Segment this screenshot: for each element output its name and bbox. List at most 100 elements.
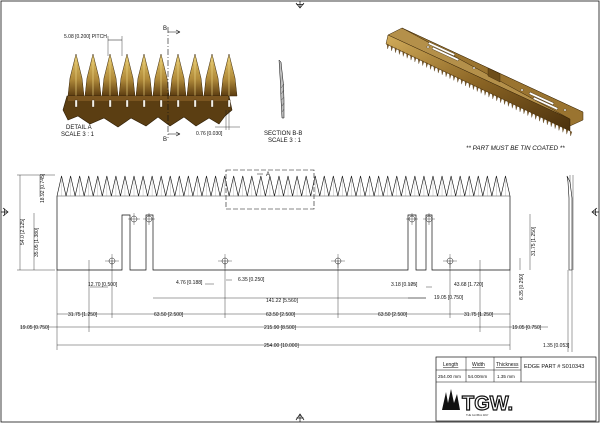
detail-slot (227, 99, 231, 108)
detail-a-view: 5.08 [0.200] PITCH B B 0.76 [0.030] DETA… (61, 26, 240, 143)
section-marker-top: B (163, 26, 167, 32)
iso-tooth (406, 53, 409, 59)
section-bb-title: SECTION B-B (264, 131, 302, 137)
iso-tooth (460, 78, 464, 85)
detail-slot (142, 99, 146, 108)
coating-note: ** PART MUST BE TIN COATED ** (466, 145, 565, 152)
iso-front-face (385, 34, 571, 132)
dim-right-slot: 19.05 [0.750] (434, 295, 464, 301)
dim-left-offset: 12.70 [0.500] (88, 282, 118, 288)
main-view-body-outline (56, 196, 511, 271)
detail-a-body-highlight (68, 96, 228, 101)
dim-pitch-3: 63.50 [2.500] (378, 312, 408, 318)
dim-end-right: 19.05 [0.750] (512, 325, 542, 331)
tgw-logo-text: TGW. (462, 393, 513, 415)
detail-slot (125, 99, 129, 108)
dim-overall-length: 254.00 [10.000] (264, 343, 299, 349)
iso-tooth (414, 56, 417, 62)
iso-tooth (456, 77, 460, 83)
iso-tooth (386, 43, 390, 50)
tb-header-thickness: Thickness (496, 362, 519, 368)
dim-right-height: 31.75 [1.250] (531, 226, 537, 256)
tb-header-width: Width (472, 362, 485, 368)
tb-value-width: 54.00mm (468, 374, 487, 379)
detail-slot (193, 99, 197, 108)
section-bb-hatch (280, 83, 285, 113)
dim-side-thickness: 1.35 [0.053] (543, 343, 570, 349)
detail-a-callout-label: A (266, 172, 270, 178)
iso-tooth (534, 114, 538, 120)
iso-tooth (546, 119, 549, 125)
iso-tooth (394, 47, 397, 53)
detail-slot (108, 99, 112, 108)
dim-slot-height: 35.05 [1.380] (34, 227, 40, 257)
dim-hole-span: 215.90 [8.500] (264, 325, 297, 331)
iso-tooth (410, 54, 413, 61)
dim-small-c: 3.18 [0.125] (391, 282, 418, 288)
iso-notch (487, 67, 501, 83)
side-view (566, 175, 573, 352)
iso-tooth (425, 62, 428, 68)
dim-pitch-2: 63.50 [2.500] (266, 312, 296, 318)
tgw-logo: TGW. THE GLOBAL WAY (442, 389, 514, 417)
iso-tooth (527, 110, 530, 116)
iso-tooth (511, 103, 514, 109)
vertical-dimensions (17, 174, 574, 271)
section-bb-scale: SCALE 3 : 1 (268, 138, 302, 144)
dim-small-b: 6.35 [0.250] (238, 277, 265, 283)
dim-right-hole: 6.35 [0.250] (519, 273, 525, 300)
detail-slot (159, 99, 163, 108)
horizontal-dimension-lines (20, 260, 548, 350)
iso-tooth (472, 84, 475, 90)
iso-tooth (449, 73, 452, 79)
detail-a-teeth-render (67, 53, 238, 97)
dim-right-pos: 43.68 [1.720] (454, 282, 484, 288)
iso-tooth (398, 49, 401, 55)
section-bb-profile (278, 59, 285, 119)
detail-slot (74, 99, 78, 108)
detail-a-callout-box[interactable] (225, 169, 315, 210)
section-arrow-bottom (168, 131, 181, 137)
mounting-holes (105, 213, 457, 268)
iso-tooth (542, 117, 545, 124)
tgw-logo-tagline: THE GLOBAL WAY (466, 413, 489, 417)
iso-teeth (386, 43, 573, 137)
iso-slots (427, 41, 559, 111)
iso-tooth (565, 128, 569, 135)
isometric-part-render (385, 27, 584, 137)
dim-end-left: 19.05 [0.750] (20, 325, 50, 331)
tb-header-length: Length (443, 362, 459, 368)
main-front-view: A 18.92 [0.745] 54.0 [2.125] 35.05 [1.38… (17, 169, 574, 350)
iso-tooth (417, 58, 421, 64)
dim-overall-height: 54.0 [2.125] (20, 218, 26, 245)
iso-tooth (507, 101, 510, 107)
detail-a-slots (74, 99, 231, 108)
iso-tooth (554, 123, 557, 129)
section-marker-bottom: B (163, 137, 167, 143)
iso-tooth (499, 97, 502, 103)
detail-a-scale: SCALE 3 : 1 (61, 132, 95, 138)
iso-tooth (453, 75, 456, 81)
detail-slot (176, 99, 180, 108)
iso-tooth (515, 104, 518, 111)
iso-tooth (402, 51, 405, 57)
iso-tooth (390, 45, 393, 51)
iso-holes (426, 45, 567, 112)
detail-slot (210, 99, 214, 108)
iso-tooth (550, 121, 553, 127)
dim-small-a: 4.76 [0.188] (176, 280, 203, 286)
iso-tooth (538, 115, 541, 122)
dim-center-span: 141.22 [5.560] (266, 298, 299, 304)
detail-a-title: DETAIL A (66, 125, 92, 131)
dim-pitch-1: 63.50 [2.500] (154, 312, 184, 318)
tgw-logo-teeth-icon (442, 389, 460, 410)
section-bb-view: SECTION B-B SCALE 3 : 1 (264, 59, 302, 144)
iso-tooth (421, 60, 425, 66)
iso-tooth (558, 125, 561, 131)
iso-tooth (562, 127, 565, 133)
main-view-teeth (56, 175, 511, 197)
iso-tooth (503, 99, 506, 105)
title-block: Length Width Thickness 254.00 mm 54.00mm… (435, 356, 597, 422)
